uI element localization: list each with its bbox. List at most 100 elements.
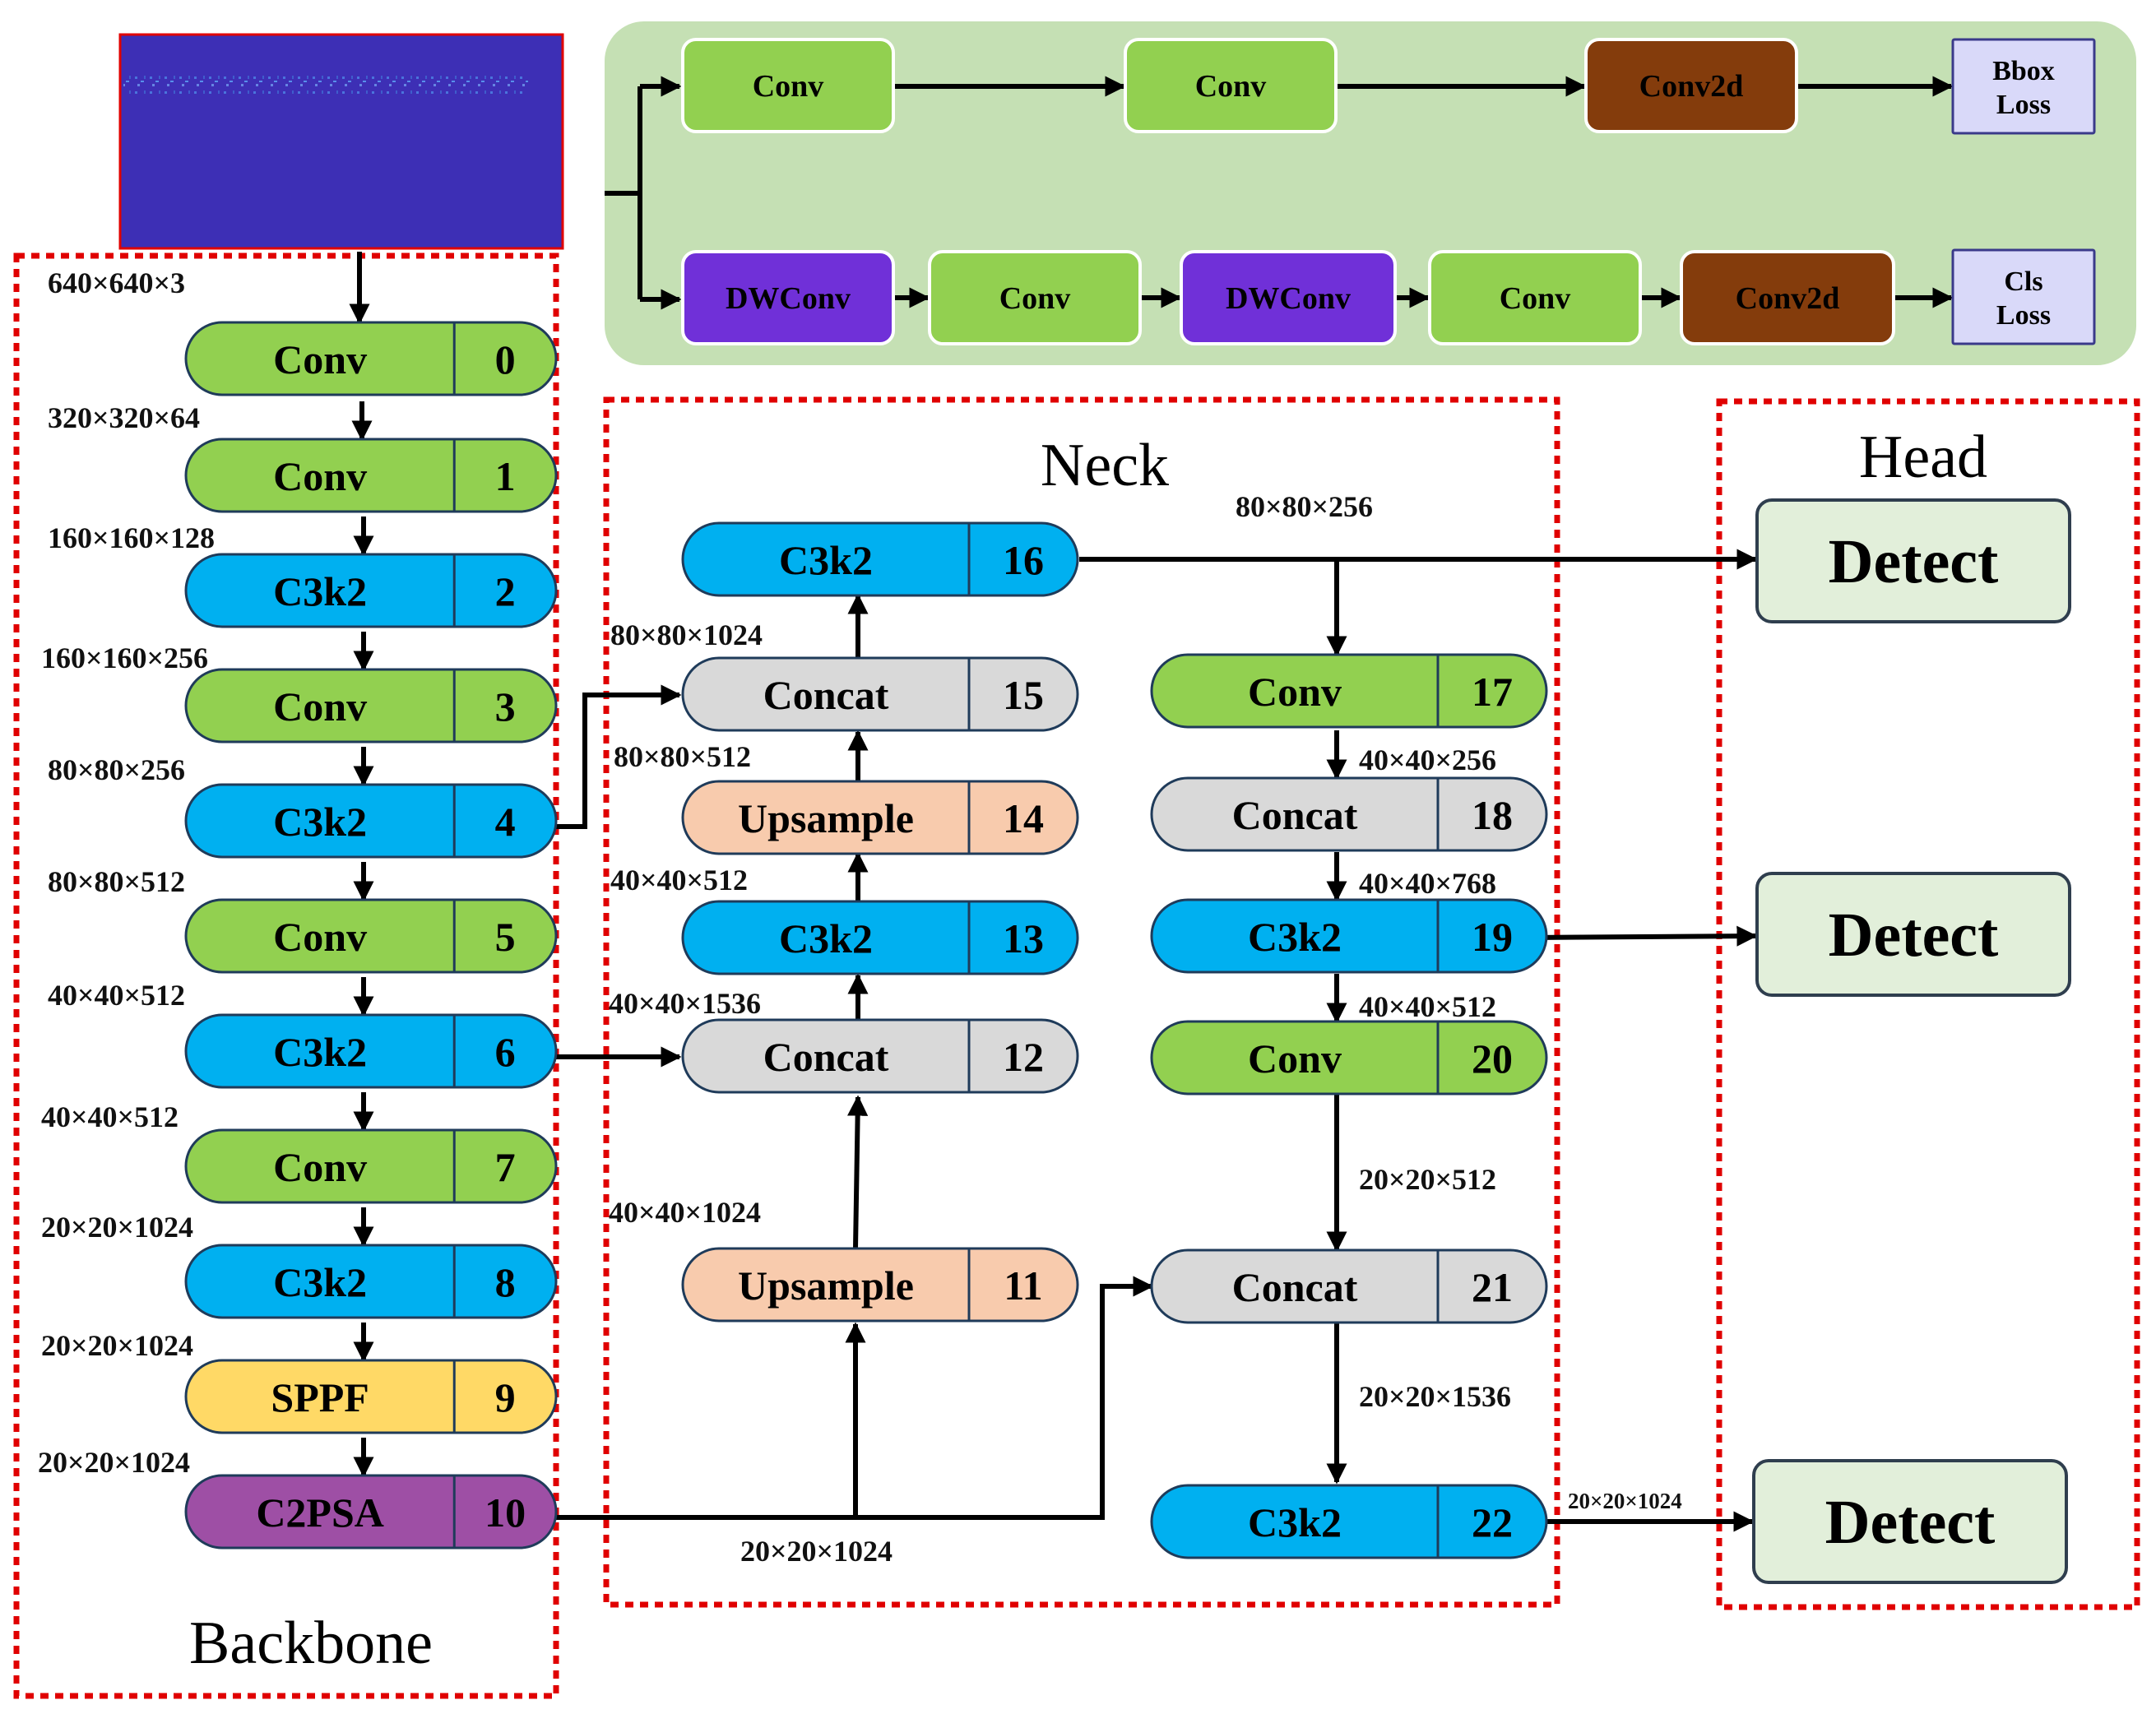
layer-node-label: Concat [763,672,889,718]
head-block-5: DWConv [681,250,895,345]
head-block-3: Conv2d [1584,38,1798,133]
layer-node-label: Conv [273,1144,367,1190]
layer-node-14: Upsample 14 [681,780,1079,855]
layer-node-index: 7 [495,1144,516,1190]
tensor-dim-label: 20×20×512 [1359,1163,1496,1196]
layer-node-shape [184,438,558,513]
edge-11-12 [847,1095,869,1249]
detect-block-1: Detect [1755,498,2071,623]
input-image [118,33,564,250]
layer-node-index: 19 [1472,914,1513,960]
layer-node-label: Conv [273,453,367,499]
layer-node-index: 20 [1472,1035,1513,1082]
layer-node-shape [184,1128,558,1204]
head-block-shape [1584,38,1798,133]
detect-block-2: Detect [1755,872,2071,997]
tensor-dim-label: 80×80×512 [48,865,185,898]
tensor-dim-label: 20×20×1024 [740,1535,893,1568]
layer-node-9: SPPF 9 [184,1359,558,1434]
layer-node-5: Conv 5 [184,898,558,974]
head-block-label: DWConv [1226,281,1351,316]
layer-node-index: 11 [1004,1262,1042,1309]
layer-node-label: Conv [273,683,367,730]
layer-node-index: 18 [1472,792,1513,838]
tensor-dim-label: 40×40×1024 [609,1196,761,1229]
layer-node-shape [681,521,1079,597]
layer-node-shape [184,553,558,628]
layer-node-index: 13 [1003,915,1044,961]
detect-block-shape [1752,1459,2068,1584]
layer-node-label: C3k2 [273,1259,367,1305]
layer-node-17: Conv 17 [1150,653,1548,729]
neck-section-border [603,396,1560,1608]
layer-node-shape [1150,1484,1548,1559]
layer-node-15: Concat 15 [681,656,1079,732]
layer-node-index: 3 [495,683,516,730]
layer-node-shape [1150,653,1548,729]
tensor-dim-label: 80×80×256 [48,753,185,786]
head-block-shape [1951,38,2096,135]
layer-node-shape [184,668,558,744]
layer-node-shape [184,783,558,859]
layer-node-index: 17 [1472,669,1513,715]
layer-node-label: SPPF [271,1374,369,1420]
layer-node-shape [184,898,558,974]
tensor-dim-label: 640×640×3 [48,266,185,299]
layer-node-8: C3k2 8 [184,1244,558,1319]
layer-node-label: C2PSA [256,1489,384,1536]
layer-node-16: C3k2 16 [681,521,1079,597]
head-block-shape [1951,248,2096,345]
head-block-label: Conv [753,69,824,104]
head-block-label: Conv2d [1736,281,1840,316]
layer-node-label: Conv [273,914,367,960]
layer-node-shape [184,1244,558,1319]
detect-block-3: Detect [1752,1459,2068,1584]
layer-node-label: C3k2 [779,915,873,961]
tensor-dimension-labels: 640×640×3320×320×64160×160×128160×160×25… [38,266,1682,1568]
detect-block-shape [1755,872,2071,997]
tensor-dim-label: 40×40×512 [1359,990,1496,1023]
layer-node-index: 22 [1472,1499,1513,1545]
head-block-label: Conv [1500,281,1571,316]
layer-node-shape [681,1018,1079,1094]
layer-node-index: 16 [1003,537,1044,583]
layer-node-label: C3k2 [779,537,873,583]
layer-node-index: 6 [495,1029,516,1075]
head-block-1: Conv [681,38,895,133]
backbone-title: Backbone [189,1610,433,1677]
layer-node-index: 15 [1003,672,1044,718]
layer-node-shape [1150,1020,1548,1096]
tensor-dim-label: 20×20×1024 [38,1446,190,1479]
layer-node-index: 8 [495,1259,516,1305]
layer-node-index: 14 [1003,795,1044,841]
tensor-dim-label: 20×20×1024 [41,1329,193,1362]
connectors [349,76,1954,1532]
layer-node-index: 9 [495,1374,516,1420]
layer-node-label: Concat [763,1034,889,1080]
head-block-shape [681,250,895,345]
layer-node-label: C3k2 [273,568,367,614]
head-block-label: Conv [999,281,1071,316]
layer-node-index: 5 [495,914,516,960]
detect-block-shape [1755,498,2071,623]
detect-block-label: Detect [1829,901,1999,970]
tensor-dim-label: 80×80×256 [1236,490,1373,523]
edge-10-21 [855,1276,1154,1520]
layer-node-label: Conv [1248,669,1342,715]
layer-node-label: C3k2 [1248,914,1342,960]
head-block-shape [681,38,895,133]
layer-node-index: 0 [495,336,516,382]
layer-node-label: Upsample [738,795,914,841]
